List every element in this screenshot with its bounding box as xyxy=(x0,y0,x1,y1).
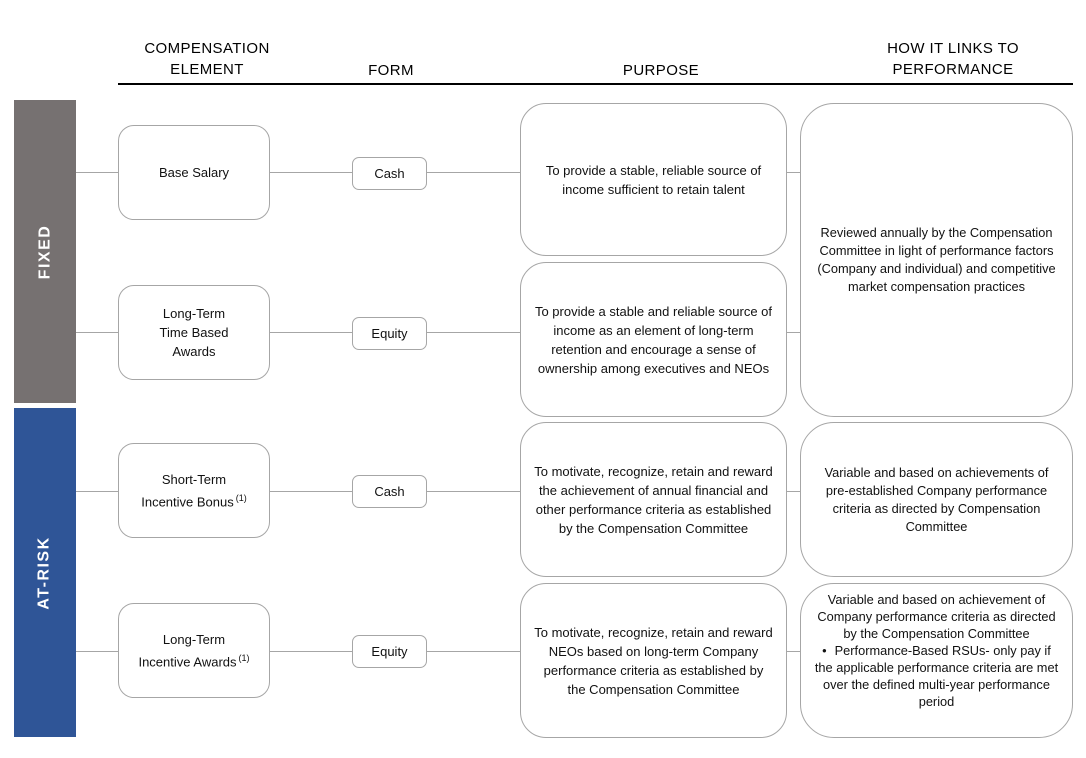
element-box-base-salary: Base Salary xyxy=(118,125,270,220)
fixed-group-sidebar: FIXED xyxy=(14,100,76,403)
connector-line xyxy=(76,332,118,333)
links-box-fixed-group: Reviewed annually by the Compensation Co… xyxy=(800,103,1073,417)
element-box-long-term-incentive-awards: Long-Term Incentive Awards(1) xyxy=(118,603,270,698)
form-label: Cash xyxy=(374,484,405,499)
links-text: Reviewed annually by the Compensation Co… xyxy=(817,225,1056,294)
connector-line xyxy=(427,172,520,173)
links-text: Variable and based on achievements of pr… xyxy=(824,464,1049,534)
links-box-long-term-incentive-awards: Variable and based on achievement of Com… xyxy=(800,583,1073,738)
element-label: Long-Term Incentive Awards xyxy=(138,631,237,670)
form-box-equity-2: Equity xyxy=(352,635,427,668)
element-box-long-term-time-based-awards: Long-Term Time Based Awards xyxy=(118,285,270,380)
footnote-marker: (1) xyxy=(238,652,250,663)
fixed-group-label: FIXED xyxy=(36,224,53,279)
connector-line xyxy=(270,491,352,492)
connector-line xyxy=(76,491,118,492)
element-label: Base Salary xyxy=(158,165,230,180)
header-underline xyxy=(118,83,1073,85)
connector-line xyxy=(76,172,118,173)
links-text: Variable and based on achievement of Com… xyxy=(817,592,1056,641)
connector-line xyxy=(427,332,520,333)
column-header-form: FORM xyxy=(368,62,414,79)
form-box-equity-1: Equity xyxy=(352,317,427,350)
column-header-links-to-performance: HOW IT LINKS TO PERFORMANCE xyxy=(887,40,1019,78)
connector-line xyxy=(787,332,800,333)
element-label: Long-Term Time Based Awards xyxy=(159,306,229,359)
connector-line xyxy=(787,651,800,652)
at-risk-group-sidebar: AT-RISK xyxy=(14,408,76,737)
column-header-purpose: PURPOSE xyxy=(622,62,700,79)
connector-line xyxy=(270,651,352,652)
bullet-icon: • xyxy=(822,643,827,658)
purpose-text: To motivate, recognize, retain and rewar… xyxy=(534,463,773,536)
links-bullet-item: •Performance-Based RSUs- only pay if the… xyxy=(812,642,1061,710)
form-box-cash-1: Cash xyxy=(352,157,427,190)
connector-line xyxy=(76,651,118,652)
at-risk-group-label: AT-RISK xyxy=(36,535,53,610)
connector-line xyxy=(270,332,352,333)
purpose-box-long-term-incentive-awards: To motivate, recognize, retain and rewar… xyxy=(520,583,787,738)
connector-line xyxy=(427,491,520,492)
purpose-text: To provide a stable and reliable source … xyxy=(534,303,773,376)
footnote-marker: (1) xyxy=(235,492,247,503)
connector-line xyxy=(427,651,520,652)
purpose-box-base-salary: To provide a stable, reliable source of … xyxy=(520,103,787,256)
element-label: Short-Term Incentive Bonus xyxy=(141,471,234,510)
column-header-compensation-element: COMPENSATION ELEMENT xyxy=(144,40,270,78)
connector-line xyxy=(270,172,352,173)
purpose-box-long-term-time-based-awards: To provide a stable and reliable source … xyxy=(520,262,787,417)
connector-line xyxy=(787,172,800,173)
form-label: Equity xyxy=(371,326,408,341)
connector-line xyxy=(787,491,800,492)
links-bullet-text: Performance-Based RSUs- only pay if the … xyxy=(814,643,1059,709)
purpose-box-short-term-incentive-bonus: To motivate, recognize, retain and rewar… xyxy=(520,422,787,577)
links-box-short-term-incentive-bonus: Variable and based on achievements of pr… xyxy=(800,422,1073,577)
form-label: Cash xyxy=(374,166,405,181)
purpose-text: To provide a stable, reliable source of … xyxy=(545,162,762,197)
form-box-cash-2: Cash xyxy=(352,475,427,508)
element-box-short-term-incentive-bonus: Short-Term Incentive Bonus(1) xyxy=(118,443,270,538)
form-label: Equity xyxy=(371,644,408,659)
purpose-text: To motivate, recognize, retain and rewar… xyxy=(534,624,773,697)
